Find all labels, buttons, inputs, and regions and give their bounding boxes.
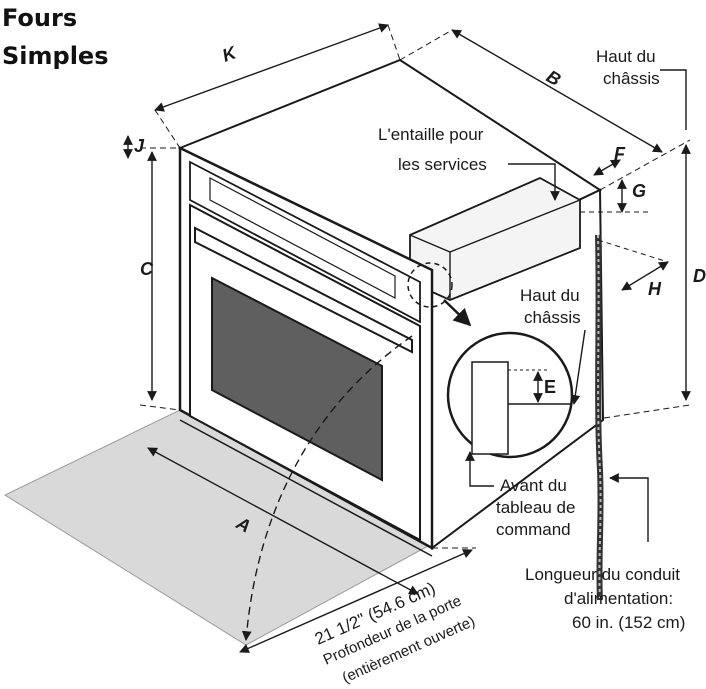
callout-haut-chassis-top-line1: Haut du xyxy=(596,47,656,66)
dim-line-door-depth xyxy=(239,549,473,653)
callout-conduit-line2: d'alimentation: xyxy=(564,589,673,608)
dim-label-c: C xyxy=(140,259,154,279)
callout-conduit-line3: 60 in. (152 cm) xyxy=(572,613,685,632)
callout-haut-chassis-top-line2: châssis xyxy=(603,69,660,88)
dim-label-d: D xyxy=(693,266,706,286)
callout-haut-chassis-mid-line2: châssis xyxy=(524,308,581,327)
diagram-title-line1: Fours xyxy=(2,4,78,32)
callout-conduit-line1: Longueur du conduit xyxy=(525,565,680,584)
callout-haut-chassis-mid-line1: Haut du xyxy=(520,286,580,305)
dim-label-g: G xyxy=(632,181,646,201)
control-panel-display xyxy=(209,177,396,299)
callout-avant-tableau-line1: Avant du xyxy=(500,476,567,495)
detail-callout-circle xyxy=(407,262,453,308)
door-handle xyxy=(194,226,413,354)
dim-label-f: F xyxy=(614,144,626,164)
dim-label-h: H xyxy=(648,279,662,299)
dim-line-k xyxy=(154,23,389,112)
dim-line-f xyxy=(593,159,621,176)
dim-label-j: J xyxy=(134,136,145,156)
dim-line-b xyxy=(451,29,663,153)
dim-label-b: B xyxy=(543,66,564,90)
dim-line-h xyxy=(621,261,669,291)
callout-entaille-line1: L'entaille pour xyxy=(378,125,484,144)
callout-avant-tableau-line3: command xyxy=(496,520,571,539)
dim-label-e: E xyxy=(544,377,556,397)
dim-label-k: K xyxy=(220,42,241,66)
callout-avant-tableau-line2: tableau de xyxy=(496,498,575,517)
diagram-title-line2: Simples xyxy=(2,42,109,70)
callout-entaille-line2: les services xyxy=(398,155,487,174)
